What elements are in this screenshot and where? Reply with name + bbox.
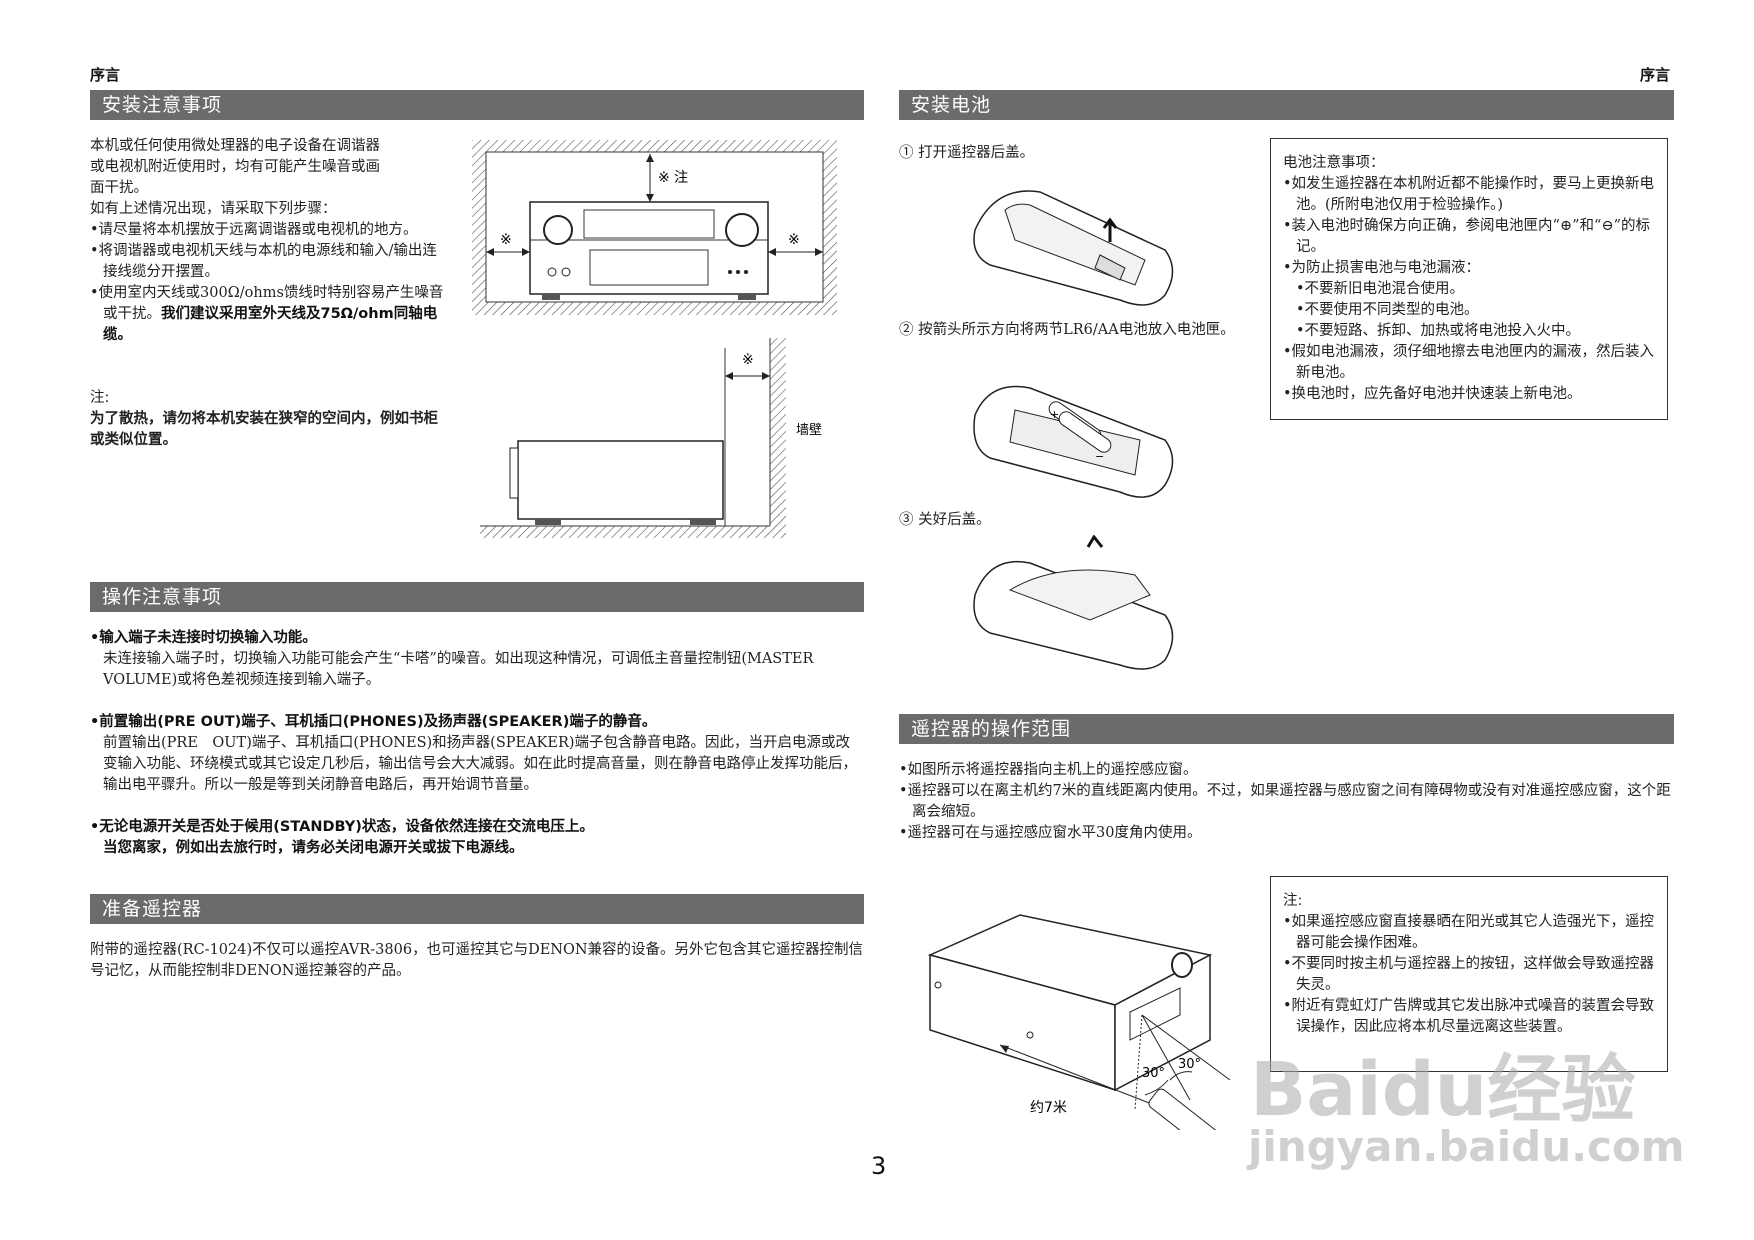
battery-step-3: ③ 关好后盖。	[899, 512, 991, 528]
svg-text:+: +	[1050, 408, 1059, 421]
intro-line: 如有上述情况出现，请采取下列步骤：	[90, 201, 337, 217]
distance-label: 约7米	[1030, 1100, 1067, 1116]
remote-range-diagram: 30° 30° 约7米	[927, 914, 1231, 1130]
install-precautions-text: 本机或任何使用微处理器的电子设备在调谐器 或电视机附近使用时，均有可能产生噪音或…	[90, 136, 445, 346]
remote-open-cover-illustration	[973, 190, 1174, 306]
receiver-wall-diagram: ※ 墙壁	[480, 338, 822, 538]
running-head-right: 序言	[1640, 66, 1671, 84]
remote-range-note-item: •附近有霓虹灯广告牌或其它发出脉冲式噪音的装置会导致误操作，因此应将本机尽量远离…	[1283, 998, 1655, 1035]
battery-precaution-item: •装入电池时确保方向正确，参阅电池匣内“⊕”和“⊖”的标记。	[1283, 218, 1651, 255]
remote-range-bullet: •如图所示将遥控器指向主机上的遥控感应窗。	[899, 762, 1198, 778]
running-head-left: 序言	[90, 66, 121, 84]
remote-range-bullet: •遥控器可以在离主机约7米的直线距离内使用。不过，如果遥控器与感应窗之间有障碍物…	[899, 783, 1671, 820]
battery-step-1: ① 打开遥控器后盖。	[899, 145, 1035, 161]
battery-precautions-box: 电池注意事项： •如发生遥控器在本机附近都不能操作时，要马上更换新电池。(所附电…	[1270, 138, 1668, 420]
operation-precautions-text: •输入端子未连接时切换输入功能。 未连接输入端子时，切换输入功能可能会产生“卡嗒…	[90, 628, 864, 859]
remote-range-bullet: •遥控器可在与遥控感应窗水平30度角内使用。	[899, 825, 1202, 841]
top-clearance-label: ※ 注	[658, 170, 688, 186]
section-title-install-precautions: 安装注意事项	[90, 90, 864, 120]
remote-range-note-title: 注:	[1283, 893, 1303, 909]
section-title-remote-range: 遥控器的操作范围	[899, 714, 1674, 744]
operation-item-body: 前置输出(PRE OUT)端子、耳机插口(PHONES)和扬声器(SPEAKER…	[103, 735, 857, 793]
battery-precaution-item: •如发生遥控器在本机附近都不能操作时，要马上更换新电池。(所附电池仅用于检验操作…	[1283, 176, 1655, 213]
operation-item-head: •输入端子未连接时切换输入功能。	[90, 630, 317, 646]
intro-line: 本机或任何使用微处理器的电子设备在调谐器	[90, 138, 380, 154]
install-note-label: 注:	[90, 390, 110, 406]
remote-range-text: •如图所示将遥控器指向主机上的遥控感应窗。 •遥控器可以在离主机约7米的直线距离…	[899, 760, 1674, 844]
remote-range-note-item: •不要同时按主机与遥控器上的按钮，这样做会导致遥控器失灵。	[1283, 956, 1655, 993]
battery-precaution-item: •换电池时，应先备好电池并快速装上新电池。	[1283, 386, 1582, 402]
operation-item-head: •前置输出(PRE OUT)端子、耳机插口(PHONES)及扬声器(SPEAKE…	[90, 714, 657, 730]
rear-clearance-mark: ※	[742, 352, 754, 368]
install-bullet-bold: 我们建议采用室外天线及75Ω/ohm同轴电缆。	[103, 306, 438, 343]
prepare-remote-text: 附带的遥控器(RC-1024)不仅可以遥控AVR-3806，也可遥控其它与DEN…	[90, 942, 864, 979]
angle-label-2: 30°	[1142, 1066, 1165, 1081]
battery-precaution-item: •假如电池漏液，须仔细地擦去电池匣内的漏液，然后装入新电池。	[1283, 344, 1655, 381]
right-clearance-mark: ※	[788, 232, 800, 248]
install-bullet: •使用室内天线或300Ω/ohms馈线时特别容易产生噪音或干扰。我们建议采用室外…	[90, 285, 444, 343]
operation-item-body: 当您离家，例如出去旅行时，请务必关闭电源开关或拔下电源线。	[103, 840, 524, 856]
left-clearance-mark: ※	[500, 232, 512, 248]
angle-label-1: 30°	[1178, 1057, 1201, 1072]
install-bullet: •请尽量将本机摆放于远离调谐器或电视机的地方。	[90, 222, 418, 238]
battery-step-2: ② 按箭头所示方向将两节LR6/AA电池放入电池匣。	[899, 322, 1235, 338]
operation-item-head: •无论电源开关是否处于候用(STANDBY)状态，设备依然连接在交流电压上。	[90, 819, 594, 835]
page-number: 3	[871, 1152, 887, 1180]
battery-precaution-subitem: •不要新旧电池混合使用。	[1296, 281, 1465, 297]
wall-label: 墙壁	[796, 423, 822, 438]
intro-line: 或电视机附近使用时，均有可能产生噪音或画	[90, 159, 380, 175]
battery-precaution-subitem: •不要短路、拆卸、加热或将电池投入火中。	[1296, 323, 1581, 339]
section-title-operation-precautions: 操作注意事项	[90, 582, 864, 612]
section-title-install-battery: 安装电池	[899, 90, 1674, 120]
remote-range-note-item: •如果遥控感应窗直接暴晒在阳光或其它人造强光下，遥控器可能会操作困难。	[1283, 914, 1655, 951]
operation-item-body: 未连接输入端子时，切换输入功能可能会产生“卡嗒”的噪音。如出现这种情况，可调低主…	[103, 651, 814, 688]
install-bullet: •将调谐器或电视机天线与本机的电源线和输入/输出连接线缆分开摆置。	[90, 243, 437, 280]
battery-precaution-subitem: •不要使用不同类型的电池。	[1296, 302, 1479, 318]
watermark-logo: Baidu经验	[1250, 1047, 1636, 1133]
intro-line: 面干扰。	[90, 180, 148, 196]
battery-precaution-item: •为防止损害电池与电池漏液：	[1283, 260, 1481, 276]
remote-close-cover-illustration	[973, 535, 1174, 670]
battery-precautions-title: 电池注意事项：	[1283, 155, 1385, 171]
receiver-clearance-diagram: ※ 注 ※ ※	[472, 140, 837, 315]
svg-text:−: −	[1095, 450, 1104, 463]
remote-range-note-box: 注: •如果遥控感应窗直接暴晒在阳光或其它人造强光下，遥控器可能会操作困难。 •…	[1270, 876, 1668, 1072]
install-note-text: 为了散热，请勿将本机安装在狭窄的空间内，例如书柜或类似位置。	[90, 411, 438, 448]
install-note: 注: 为了散热，请勿将本机安装在狭窄的空间内，例如书柜或类似位置。	[90, 388, 445, 451]
section-title-prepare-remote: 准备遥控器	[90, 894, 864, 924]
watermark-url: jingyan.baidu.com	[1248, 1122, 1685, 1171]
remote-insert-batteries-illustration: + −	[973, 385, 1174, 498]
